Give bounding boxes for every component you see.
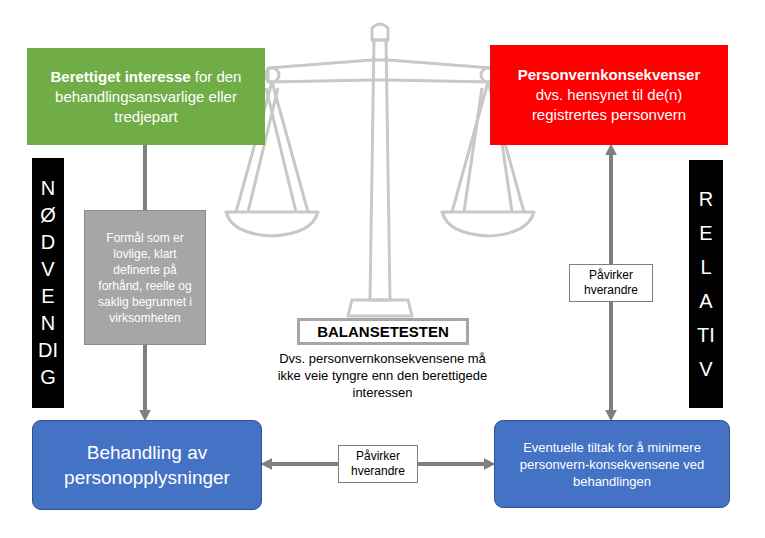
relative-band: RELATIV [689, 160, 723, 408]
necessary-band: NØDVENDIG [32, 158, 64, 408]
processing-box: Behandling av personopplysninger [32, 420, 262, 510]
edge-label: Påvirker hverandre [338, 445, 418, 483]
node-text: dvs. hensynet til de(n) registrertes per… [502, 85, 716, 125]
text-wrap: Personvernkonsekvenserdvs. hensynet til … [502, 65, 716, 125]
purpose-box: Formål som er lovlige, klart definerte p… [84, 210, 206, 345]
balance-test-box: BALANSETESTEN [297, 318, 469, 345]
text-wrap: RELATIV [689, 182, 723, 386]
node-heading: Berettiget interesse [51, 68, 191, 85]
text-wrap: Berettiget interessefor den behandlingsa… [41, 67, 251, 127]
node-heading: Formål som er lovlige, klart definerte p… [91, 230, 199, 326]
node-heading: Personvernkonsekvenser [502, 65, 716, 85]
node-heading: Eventuelle tiltak for å minimere personv… [509, 439, 715, 490]
connector-arrow [143, 145, 147, 210]
text-wrap: Behandling av personopplysninger [43, 440, 251, 490]
text-wrap: Eventuelle tiltak for å minimere personv… [509, 439, 715, 490]
privacy-impact-box: Personvernkonsekvenserdvs. hensynet til … [490, 45, 728, 145]
note-text: Dvs. personvernkonsekvensene må ikke vei… [270, 350, 495, 401]
node-heading: BALANSETESTEN [300, 323, 466, 341]
node-heading: RELATIV [696, 182, 716, 386]
node-heading: Behandling av personopplysninger [43, 440, 251, 490]
node-heading: NØDVENDIG [38, 175, 58, 391]
text-wrap: Formål som er lovlige, klart definerte p… [91, 230, 199, 326]
mitigation-box: Eventuelle tiltak for å minimere personv… [494, 420, 730, 508]
text-wrap: NØDVENDIG [32, 175, 64, 391]
text-wrap: BALANSETESTEN [300, 323, 466, 341]
edge-label: Påvirker hverandre [569, 264, 653, 302]
connector-arrow [143, 345, 147, 412]
interest-box: Berettiget interessefor den behandlingsa… [27, 48, 265, 145]
